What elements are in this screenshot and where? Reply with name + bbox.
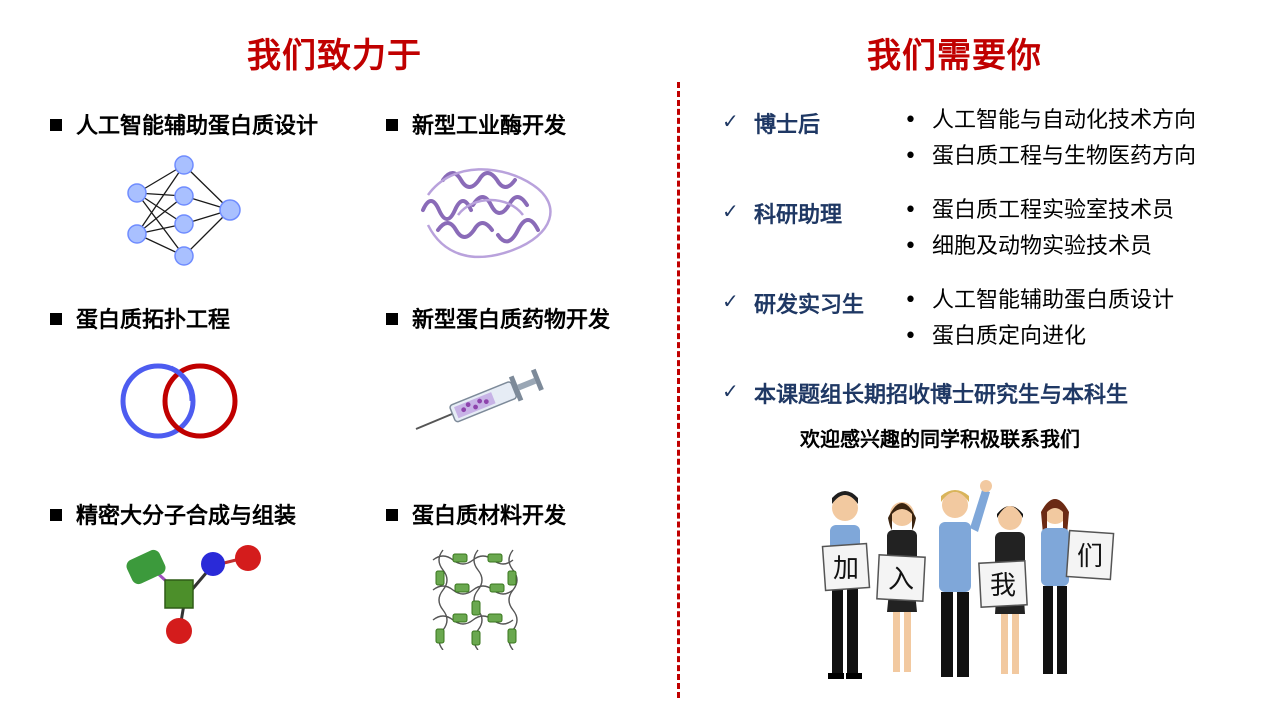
sign-text: 入 [888,565,914,595]
focus-item-protein-material: 蛋白质材料开发 [386,498,566,530]
focus-label: 人工智能辅助蛋白质设计 [76,114,319,139]
square-bullet-icon [386,313,398,325]
position-name: 研发实习生 [754,293,865,318]
list-item: 蛋白质工程实验室技术员 [904,197,1174,233]
sign-text: 我 [990,571,1016,601]
list-item: 细胞及动物实验技术员 [904,233,1174,269]
checkmark-icon: ✓ [722,109,739,133]
square-bullet-icon [386,119,398,131]
molecular-assembly-icon [126,545,261,644]
focus-item-topology-engineering: 蛋白质拓扑工程 [50,302,230,334]
left-section-title: 我们致力于 [247,36,422,76]
checkmark-icon: ✓ [722,379,739,403]
square-bullet-icon [386,509,398,521]
person-figure [1041,499,1069,674]
focus-item-macromolecule-assembly: 精密大分子合成与组装 [50,498,296,530]
position-name: 博士后 [754,113,821,138]
recruit-text: 本课题组长期招收博士研究生与本科生 [754,383,1129,408]
list-item: 人工智能辅助蛋白质设计 [904,287,1174,323]
syringe-icon [415,368,544,430]
position-bullets: 蛋白质工程实验室技术员 细胞及动物实验技术员 [904,197,1174,269]
focus-item-protein-drug: 新型蛋白质药物开发 [386,302,610,334]
focus-label: 蛋白质拓扑工程 [76,308,231,333]
position-bullets: 人工智能与自动化技术方向 蛋白质工程与生物医药方向 [904,107,1196,179]
list-item: 蛋白质定向进化 [904,323,1174,359]
focus-item-industrial-enzyme: 新型工业酶开发 [386,108,566,140]
right-section-title: 我们需要你 [867,36,1042,76]
sign-text: 加 [833,554,859,584]
square-bullet-icon [50,313,62,325]
square-bullet-icon [50,119,62,131]
protein-structure-icon [421,168,552,259]
square-bullet-icon [50,509,62,521]
section-divider [677,82,680,698]
focus-label: 精密大分子合成与组装 [76,504,297,529]
checkmark-icon: ✓ [722,289,739,313]
position-name: 科研助理 [754,203,843,228]
join-us-people-illustration: 加 入 我 们 [821,480,1115,679]
focus-item-ai-protein-design: 人工智能辅助蛋白质设计 [50,108,318,140]
interlocked-rings-icon [120,363,238,439]
protein-network-icon [432,549,518,650]
checkmark-icon: ✓ [722,199,739,223]
position-bullets: 人工智能辅助蛋白质设计 蛋白质定向进化 [904,287,1174,359]
sign-text: 们 [1077,542,1103,572]
person-figure [939,480,992,677]
focus-label: 蛋白质材料开发 [412,504,567,529]
focus-label: 新型蛋白质药物开发 [412,308,611,333]
list-item: 蛋白质工程与生物医药方向 [904,143,1196,179]
list-item: 人工智能与自动化技术方向 [904,107,1196,143]
welcome-text: 欢迎感兴趣的同学积极联系我们 [800,427,1080,451]
focus-label: 新型工业酶开发 [412,114,567,139]
neural-network-icon [127,155,241,266]
